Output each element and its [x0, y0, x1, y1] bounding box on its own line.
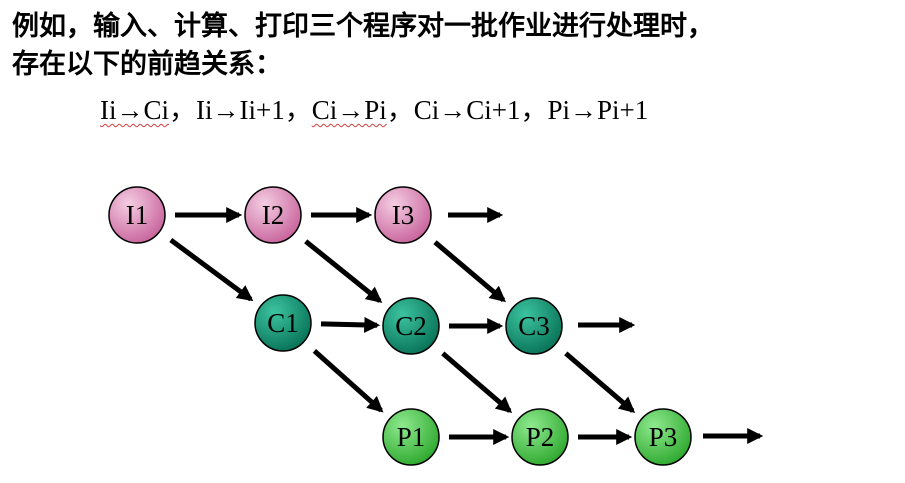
- node-c1: C1: [254, 294, 312, 352]
- relation-separator: ，: [520, 95, 548, 126]
- node-label-c2: C2: [395, 311, 427, 341]
- arrow-I3-to-C3-diagonal: [433, 240, 506, 303]
- relation-list: Ii→Ci，Ii→Ii+1，Ci→Pi，Ci→Ci+1，Pi→Pi+1: [100, 92, 648, 129]
- edges: [169, 206, 764, 446]
- arrow-C1-to-P1-diagonal: [312, 349, 384, 413]
- node-i1: I1: [108, 186, 166, 244]
- node-circle-i1: [108, 186, 166, 244]
- node-circle-p1: [382, 408, 440, 466]
- heading-bold-lead: 例如: [12, 11, 66, 42]
- heading-line-2: 存在以下的前趋关系：: [12, 49, 282, 80]
- heading: 例如，输入、计算、打印三个程序对一批作业进行处理时， 存在以下的前趋关系：: [12, 8, 902, 84]
- arrow-I1-to-C1-diagonal: [169, 237, 254, 302]
- node-label-i2: I2: [262, 200, 285, 230]
- relation-1: Ii→Ci: [100, 95, 170, 125]
- heading-line-1-rest: ，输入、计算、打印三个程序对一批作业进行处理时，: [66, 11, 714, 42]
- node-p2: P2: [511, 408, 569, 466]
- node-label-c1: C1: [267, 308, 299, 338]
- relation-separator: ，: [284, 95, 312, 126]
- node-label-p1: P1: [397, 422, 426, 452]
- node-label-p2: P2: [526, 422, 555, 452]
- relation-5: Pi→Pi+1: [547, 95, 649, 125]
- node-circle-c1: [254, 294, 312, 352]
- node-circle-i3: [374, 186, 432, 244]
- arrow-C1-to-C2-horizontal: [320, 316, 381, 333]
- arrow-C2-to-P2-diagonal: [441, 351, 513, 413]
- relation-separator: ，: [169, 95, 197, 126]
- relation-3: Ci→Pi: [311, 95, 387, 125]
- node-circle-i2: [244, 186, 302, 244]
- relation-separator: ，: [386, 95, 414, 126]
- node-c3: C3: [505, 297, 563, 355]
- node-label-i3: I3: [392, 200, 415, 230]
- node-p1: P1: [382, 408, 440, 466]
- arrow-C3-to-P3-diagonal: [564, 351, 636, 413]
- node-i3: I3: [374, 186, 432, 244]
- node-i2: I2: [244, 186, 302, 244]
- node-circle-c2: [382, 297, 440, 355]
- node-p3: P3: [634, 408, 692, 466]
- node-c2: C2: [382, 297, 440, 355]
- node-label-p3: P3: [649, 422, 678, 452]
- node-label-i1: I1: [126, 200, 149, 230]
- arrow-I2-to-C2-diagonal: [304, 239, 383, 303]
- node-circle-c3: [505, 297, 563, 355]
- heading-line-1: 例如，输入、计算、打印三个程序对一批作业进行处理时，: [12, 8, 902, 46]
- node-label-c3: C3: [518, 311, 550, 341]
- node-circle-p3: [634, 408, 692, 466]
- relation-2: Ii→Ii+1: [196, 95, 285, 125]
- relation-4: Ci→Ci+1: [413, 95, 521, 125]
- node-circle-p2: [511, 408, 569, 466]
